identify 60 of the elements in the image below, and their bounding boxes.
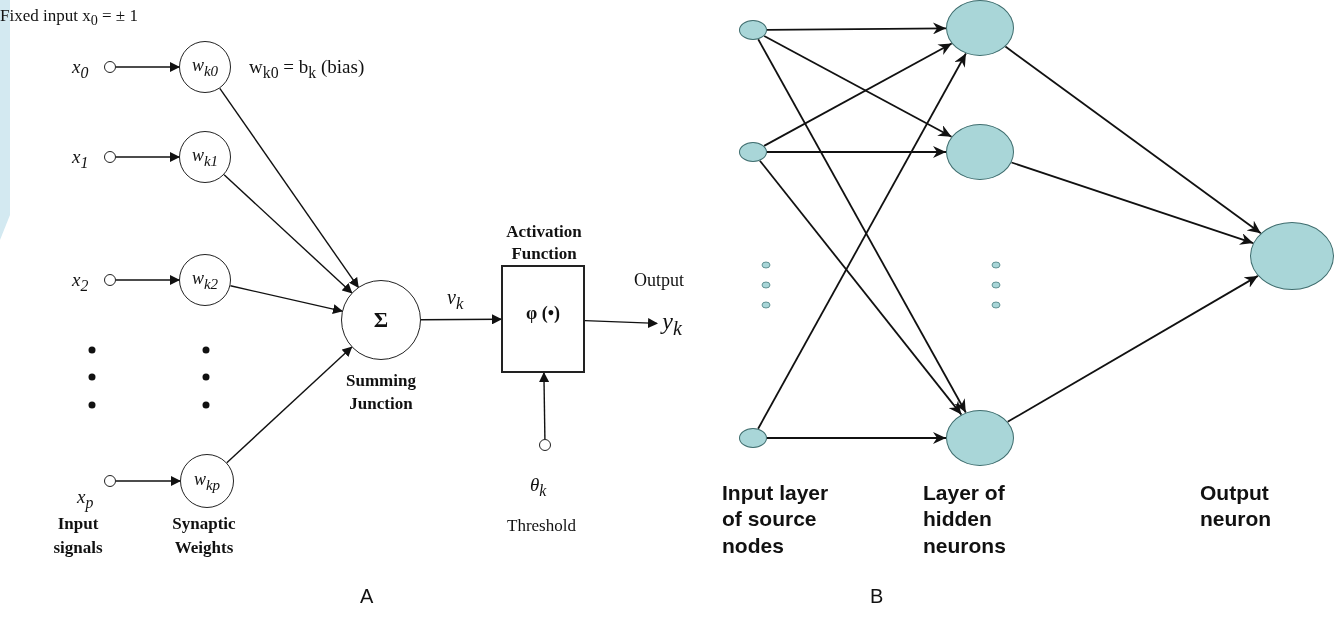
- sigma-symbol: Σ: [373, 307, 389, 333]
- arrow: [115, 275, 180, 285]
- axis-caption: Synaptic Weights: [171, 513, 237, 559]
- node-caption: Threshold: [507, 516, 576, 536]
- arrow: [219, 87, 359, 288]
- hidden-neuron: [946, 410, 1014, 466]
- axis-caption: Input signals: [52, 513, 104, 559]
- hidden-neuron: [946, 124, 1014, 180]
- layer-caption: Input layer of source nodes: [722, 480, 830, 559]
- hidden-neuron: [946, 0, 1014, 56]
- arrow: [539, 372, 550, 440]
- arrow: [115, 152, 180, 162]
- signal-symbol: x$_{1}$: [72, 146, 89, 172]
- panel-letter: A: [360, 585, 374, 608]
- input-node: [739, 142, 767, 162]
- output-neuron: [1250, 222, 1334, 290]
- arrow: [420, 314, 502, 325]
- arrow: [766, 22, 947, 35]
- weight-circle: [180, 454, 234, 508]
- math-symbol: y$_{k}$: [662, 308, 682, 340]
- signal-symbol: x$_{p}$: [77, 486, 94, 512]
- arrow: [223, 174, 353, 294]
- arrow: [1004, 45, 1262, 235]
- signal-symbol: θ$_{k}$: [530, 474, 547, 500]
- math-symbol: w$_{k0}$: [191, 54, 219, 80]
- layer-caption: Output neuron: [1200, 480, 1273, 533]
- panel-letter: B: [870, 585, 884, 608]
- arrow: [115, 62, 180, 72]
- math-symbol: w$_{k2}$: [191, 267, 219, 293]
- box-heading: Activation Function: [505, 221, 583, 266]
- signal-symbol: x$_{0}$: [72, 56, 89, 82]
- input-terminal-circle: [104, 61, 116, 73]
- input-terminal-circle: [104, 274, 116, 286]
- fixed-input-note: Fixed input x$_{0}$ = ± 1: [0, 6, 138, 29]
- node-caption: Output: [634, 270, 684, 291]
- arrow: [115, 476, 181, 486]
- input-node: [739, 20, 767, 40]
- arrow: [584, 318, 658, 329]
- function-symbol: φ (•): [526, 303, 560, 324]
- input-terminal-circle: [104, 475, 116, 487]
- edge-label: v$_{k}$: [447, 285, 464, 313]
- arrow: [759, 159, 963, 416]
- arrow: [766, 146, 947, 158]
- math-symbol: w$_{kp}$: [193, 468, 221, 494]
- weight-circle: [179, 41, 231, 93]
- arrow: [1010, 161, 1255, 245]
- bias-equation: w$_{k0}$ = b$_{k}$ (bias): [249, 56, 365, 82]
- weight-circle: [179, 131, 231, 183]
- arrow: [226, 346, 353, 464]
- input-terminal-circle: [104, 151, 116, 163]
- node-caption: Summing Junction: [345, 370, 417, 415]
- layer-caption: Layer of hidden neurons: [923, 480, 1007, 559]
- arrow: [766, 432, 947, 444]
- arrow: [1006, 275, 1259, 423]
- arrow: [229, 285, 343, 314]
- signal-symbol: x$_{2}$: [72, 269, 89, 295]
- weight-circle: [179, 254, 231, 306]
- math-symbol: w$_{k1}$: [191, 144, 219, 170]
- input-terminal-circle: [539, 439, 551, 451]
- input-node: [739, 428, 767, 448]
